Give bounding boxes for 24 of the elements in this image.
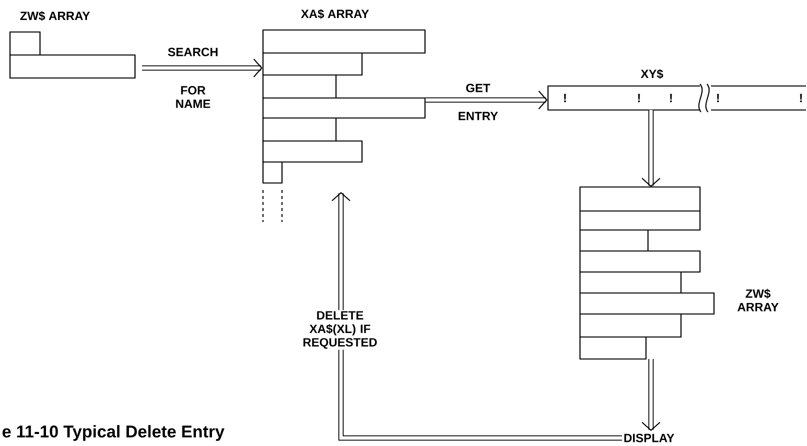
separator-mark: ! [717,94,719,102]
array-label: ZW$ ARRAY [20,11,90,21]
separator-mark: ! [670,94,672,102]
edge-label: SEARCH [166,46,220,58]
double-arrow [332,192,622,441]
array-label: XA$ ARRAY [301,9,369,19]
separator-mark: ! [638,94,640,102]
edge-label: GET [464,82,492,94]
array [579,186,779,360]
double-arrow [426,90,548,110]
double-arrow [142,58,262,78]
double-arrow [642,359,660,431]
separator-mark: ! [800,94,802,102]
array [547,69,806,112]
label-text: FOR NAME [176,86,210,108]
array [9,11,136,79]
double-arrow [642,110,660,187]
label-text: ENTRY [458,112,498,120]
separator-mark: ! [564,94,566,102]
edge-label: DELETE XA$(XL) IF REQUESTED [294,310,386,350]
array: DISPLAY [624,434,674,442]
array-label: XY$ [640,69,664,79]
figure-caption: e 11-10 Typical Delete Entry [2,425,224,441]
array-label: ZW$ ARRAY [738,288,779,312]
